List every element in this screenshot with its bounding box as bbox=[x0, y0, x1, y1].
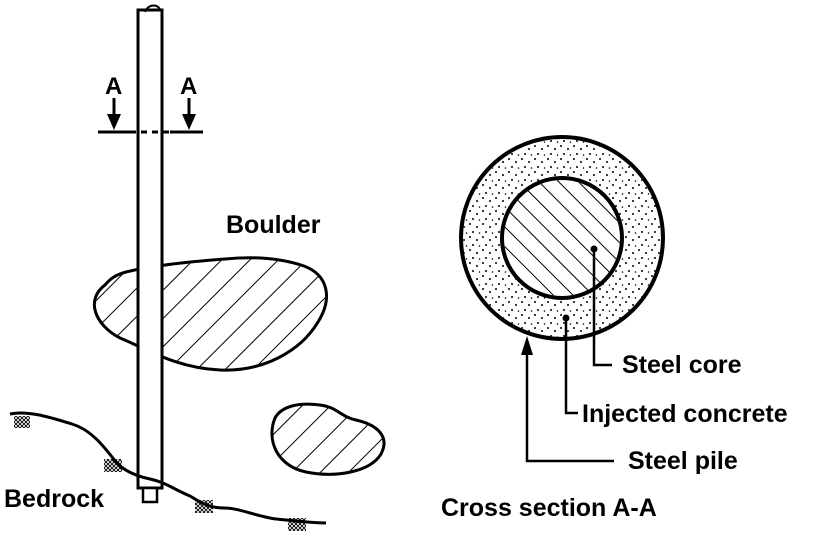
section-marker-right: A bbox=[180, 73, 197, 100]
boulder-small bbox=[270, 402, 386, 476]
pile-tip bbox=[141, 486, 159, 504]
steel-pile-leader bbox=[521, 336, 614, 463]
pile-top-break bbox=[144, 4, 161, 13]
section-arrow-right bbox=[182, 98, 196, 130]
steel-core-leader bbox=[590, 245, 612, 367]
cross-section-title: Cross section A-A bbox=[441, 494, 657, 522]
bedrock-line bbox=[9, 411, 327, 525]
section-arrow-left bbox=[107, 98, 121, 130]
bedrock-hatch-marks bbox=[14, 416, 306, 531]
steel-pile-label: Steel pile bbox=[628, 447, 738, 475]
section-marker-left: A bbox=[105, 73, 122, 100]
cross-section bbox=[459, 135, 665, 341]
steel-core-label: Steel core bbox=[622, 351, 742, 379]
injected-concrete-leader bbox=[562, 314, 578, 415]
steel-pile-shaft bbox=[136, 8, 164, 490]
injected-concrete-label: Injected concrete bbox=[582, 400, 788, 428]
bedrock-label: Bedrock bbox=[4, 485, 104, 513]
boulder-large bbox=[92, 256, 328, 372]
boulder-label: Boulder bbox=[226, 211, 321, 239]
